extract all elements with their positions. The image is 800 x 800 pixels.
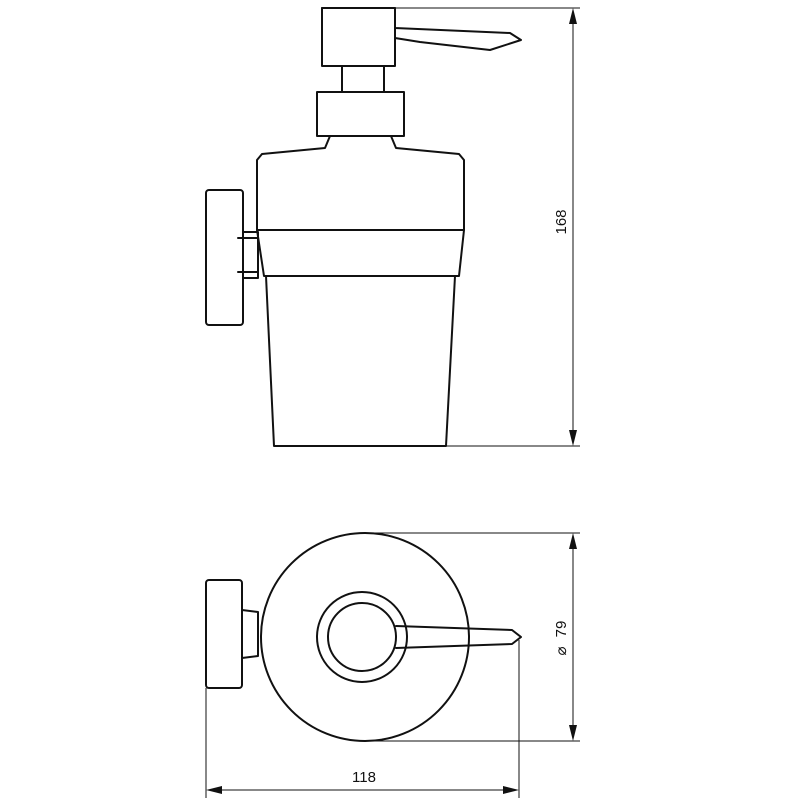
side-view: 168 [205, 7, 580, 447]
height-dimension-label: 168 [553, 209, 570, 234]
pump-head [321, 7, 396, 67]
wall-mount-plate [205, 189, 244, 326]
mounting-ring [256, 229, 465, 277]
height-dimension: 168 [395, 7, 580, 447]
pump-nozzle [321, 7, 522, 51]
top-view: ⌀ 79 118 [205, 532, 580, 798]
pump-collar [316, 91, 405, 137]
width-dimension-label: 118 [352, 769, 376, 786]
top-pump-ring-inner [327, 602, 397, 672]
glass-container [265, 275, 456, 447]
top-outer-disc [260, 532, 470, 742]
diameter-dimension-label: 79 [553, 621, 570, 638]
dispenser-cap [256, 135, 465, 231]
diameter-dimension: ⌀ 79 [365, 532, 580, 742]
pump-neck [341, 65, 385, 93]
top-pump-ring-outer [316, 591, 408, 683]
mount-arm [237, 231, 259, 279]
width-dimension: 118 [205, 640, 520, 798]
top-wall-plate [205, 579, 243, 689]
top-mount-arm [241, 609, 259, 659]
top-nozzle [395, 625, 522, 649]
diameter-symbol: ⌀ [553, 646, 570, 655]
